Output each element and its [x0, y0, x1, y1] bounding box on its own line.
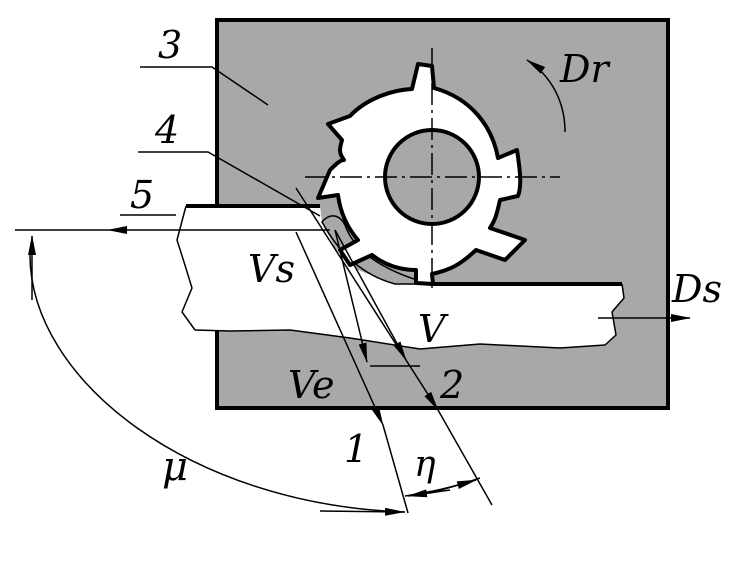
machined-region — [177, 206, 624, 349]
direction-2-line — [295, 187, 439, 411]
break-line-right — [604, 283, 625, 346]
label-part-3: 3 — [158, 23, 182, 67]
direction-1-extension — [382, 424, 409, 514]
label-feed-ds: Ds — [671, 267, 722, 311]
v-vector — [334, 229, 407, 361]
label-part-4: 4 — [154, 108, 179, 152]
ve-vector — [334, 229, 368, 363]
label-part-5: 5 — [130, 173, 154, 217]
direction-1-line — [295, 231, 384, 426]
label-direction-2: 2 — [439, 363, 464, 407]
label-velocity-vs: Vs — [248, 247, 295, 291]
direction-2-extension — [437, 409, 493, 506]
rotation-arrow — [526, 59, 566, 133]
leader-4 — [138, 151, 321, 217]
label-velocity-ve: Ve — [288, 363, 334, 407]
label-direction-1: 1 — [344, 427, 368, 471]
angle-mu-arc — [29, 254, 406, 513]
angle-eta-arrow-b — [429, 479, 477, 494]
angle-mu-arrow-end — [319, 507, 405, 516]
angle-eta-arrow-a — [407, 489, 451, 498]
label-angle-eta: η — [414, 444, 436, 485]
break-line-left — [176, 205, 196, 331]
break-line-bottom — [194, 329, 606, 350]
label-angle-mu: μ — [162, 444, 188, 490]
label-rotation-dr: Dr — [559, 47, 611, 91]
label-velocity-v: V — [418, 307, 449, 351]
leader-3 — [140, 66, 269, 106]
